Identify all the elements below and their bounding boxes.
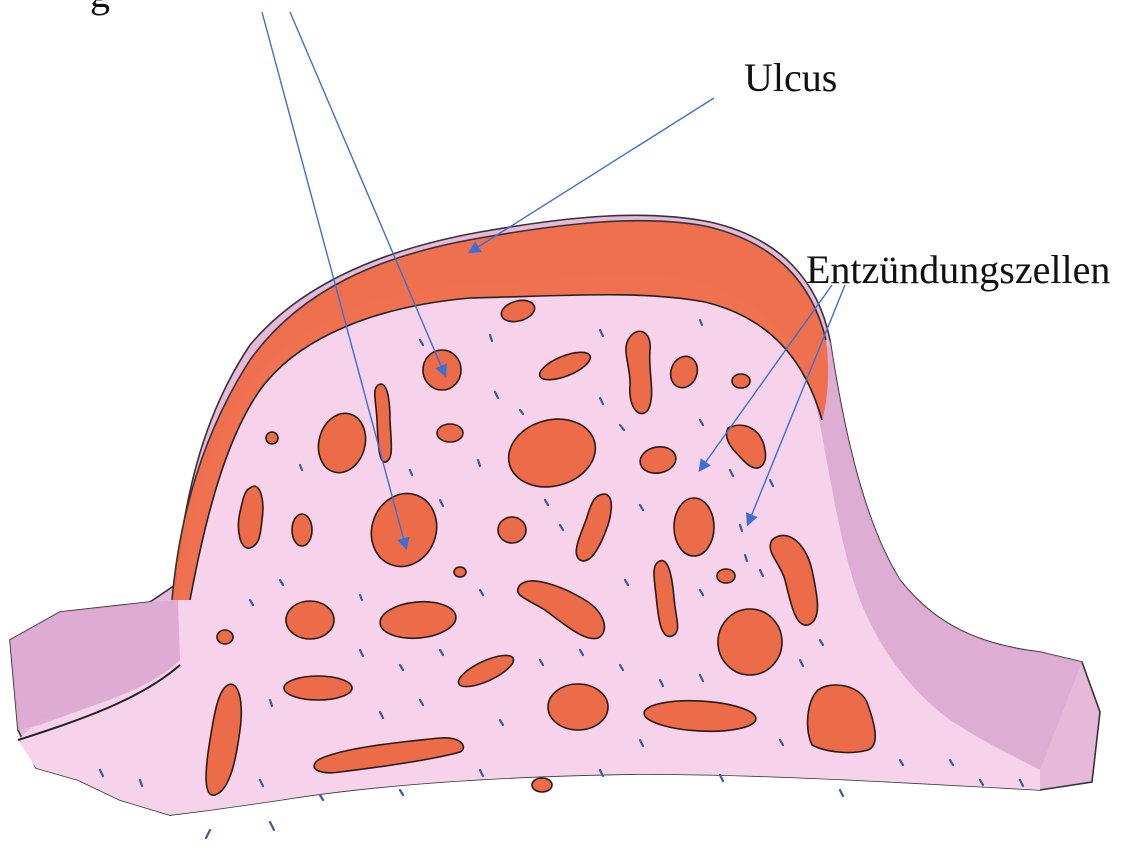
vessel	[423, 350, 461, 390]
label-ulcus: Ulcus	[744, 58, 837, 98]
vessel	[718, 609, 782, 675]
vessel	[548, 684, 608, 730]
vessel	[217, 630, 233, 644]
vessel	[732, 374, 750, 388]
label-entzuendungszellen: Entzündungszellen	[806, 250, 1110, 290]
vessel	[286, 601, 334, 639]
inner-tissue	[18, 275, 1040, 815]
vessel	[292, 514, 312, 546]
vessel	[674, 498, 714, 556]
vessel	[266, 432, 278, 444]
vessel	[454, 567, 466, 577]
vessel	[717, 569, 735, 583]
vessel	[498, 517, 526, 543]
label-top-partial: g	[90, 0, 110, 14]
vessel	[532, 778, 552, 792]
vessel	[284, 676, 352, 700]
vessel	[437, 424, 463, 442]
